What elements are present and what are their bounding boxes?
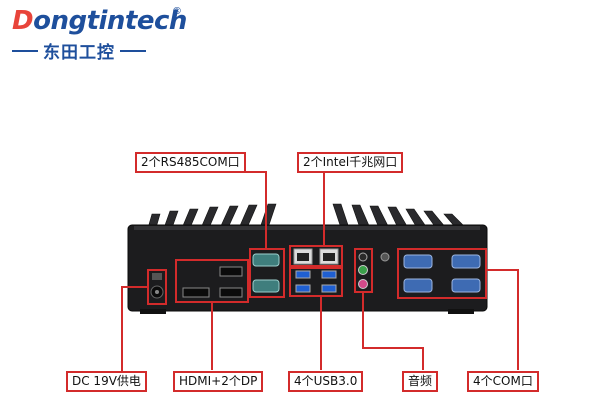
- chassis-foot-right: [448, 309, 474, 314]
- brand-subtitle: 东田工控: [12, 38, 187, 63]
- brand-wordmark-rest: ongtintech: [33, 6, 187, 36]
- connector-com: [486, 269, 519, 370]
- power-button: [152, 273, 162, 280]
- callout-rs485: 2个RS485COM口: [135, 152, 246, 173]
- dc-power-jack-pin: [155, 290, 159, 294]
- audio-jack-top: [358, 252, 368, 262]
- lan-port-left-slot: [297, 253, 309, 261]
- chassis-foot-left: [140, 309, 166, 314]
- audio-jack-bottom: [358, 279, 368, 289]
- connector-dc: [121, 286, 148, 373]
- brand-wordmark-initial: D: [12, 6, 34, 36]
- callout-com: 4个COM口: [467, 371, 539, 392]
- com-port-1: [403, 254, 433, 269]
- antenna-port: [380, 252, 390, 262]
- brand-logo: Dongtintech ® 东田工控: [12, 6, 187, 63]
- hdmi-port: [182, 287, 210, 298]
- com-port-3: [403, 278, 433, 293]
- rs485-com-port-top: [252, 253, 280, 267]
- lan-port-right-slot: [323, 253, 335, 261]
- callout-audio: 音频: [402, 371, 439, 392]
- heatsink-fins: [147, 203, 467, 229]
- brand-rule-right: [120, 49, 146, 52]
- highlight-box-com: [397, 248, 487, 299]
- displayport-bottom: [219, 287, 243, 298]
- callout-dc-power: DC 19V供电: [66, 371, 147, 392]
- registered-mark: ®: [172, 6, 182, 17]
- usb3-port-2: [321, 270, 337, 279]
- highlight-box-lan: [289, 245, 343, 267]
- audio-jack-mid: [358, 265, 368, 275]
- highlight-box-usb: [289, 267, 343, 297]
- callout-usb: 4个USB3.0: [288, 371, 364, 392]
- callout-intel-lan: 2个Intel千兆网口: [297, 152, 404, 173]
- callout-hdmi-dp: HDMI+2个DP: [173, 371, 264, 392]
- connector-audio: [362, 292, 424, 370]
- brand-chinese-name: 东田工控: [43, 43, 115, 63]
- displayport-top: [219, 266, 243, 277]
- brand-wordmark: Dongtintech: [12, 6, 187, 36]
- com-port-4: [451, 278, 481, 293]
- brand-rule-left: [12, 49, 38, 52]
- chassis-top-edge: [134, 226, 480, 230]
- usb3-port-3: [295, 284, 311, 293]
- com-port-2: [451, 254, 481, 269]
- rs485-com-port-bottom: [252, 279, 280, 293]
- usb3-port-4: [321, 284, 337, 293]
- usb3-port-1: [295, 270, 311, 279]
